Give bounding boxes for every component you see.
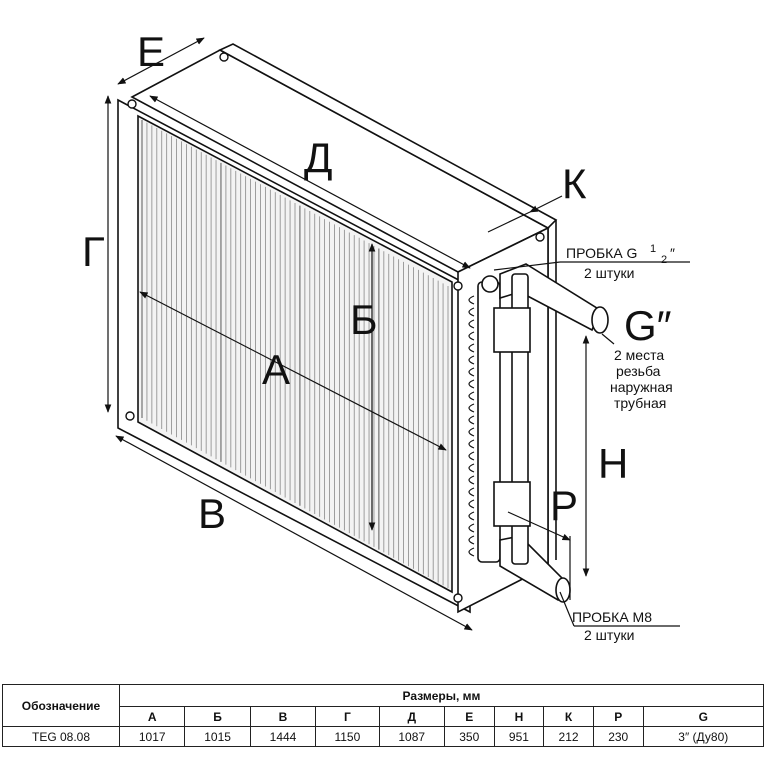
note-thread-places: 2 места [614, 347, 664, 363]
label-h: Н [598, 440, 628, 487]
column-header: Г [315, 706, 380, 727]
label-d: Д [304, 134, 332, 181]
value-cell: 230 [592, 726, 644, 747]
note-plug-frac-den: 2 [661, 254, 667, 266]
value-cell: 3″ (Ду80) [642, 726, 765, 747]
column-header: А [118, 706, 186, 727]
value-cell: 951 [493, 726, 545, 747]
note-plug-top: ПРОБКА G [566, 245, 637, 261]
value-cell: 1087 [378, 726, 445, 747]
label-v: В [198, 490, 226, 537]
designation-header: Обозначение [2, 684, 120, 727]
heater-diagram: Е Д К Г Б А В Н Р G″ ПРОБКА G 1 2 ″ 2 шт… [82, 28, 690, 643]
label-g: Г [82, 228, 105, 275]
note-plug-frac-num: 1 [650, 243, 656, 255]
note-thread-pipe: трубная [614, 395, 666, 411]
label-g-thread: G″ [624, 302, 672, 349]
note-thread-outer: наружная [610, 379, 673, 395]
column-header: G [642, 706, 765, 727]
note-plug-bottom-count: 2 штуки [584, 627, 634, 643]
column-header: Е [443, 706, 495, 727]
column-header: Н [493, 706, 545, 727]
column-header: Д [378, 706, 445, 727]
dimension-lines [104, 37, 690, 631]
column-header: В [249, 706, 317, 727]
note-plug-quote: ″ [670, 245, 675, 261]
label-a: А [262, 346, 290, 393]
label-b-cyr: Б [350, 296, 378, 343]
column-header: К [543, 706, 594, 727]
value-cell: 350 [443, 726, 495, 747]
value-cell: 1017 [118, 726, 186, 747]
note-plug-bottom: ПРОБКА М8 [572, 609, 652, 625]
value-cell: 1150 [315, 726, 380, 747]
value-cell: 212 [543, 726, 594, 747]
column-header: Б [184, 706, 251, 727]
note-plug-top-count: 2 штуки [584, 265, 634, 281]
dimensions-header: Размеры, мм [119, 684, 764, 707]
label-p: Р [550, 482, 578, 529]
value-cell: 1015 [184, 726, 251, 747]
label-e: Е [137, 28, 165, 75]
label-k: К [562, 160, 587, 207]
column-header: Р [592, 706, 644, 727]
value-cell: 1444 [249, 726, 317, 747]
collector-pipes [477, 263, 609, 603]
designation-cell: TEG 08.08 [2, 726, 120, 747]
note-thread-type: резьба [616, 363, 661, 379]
